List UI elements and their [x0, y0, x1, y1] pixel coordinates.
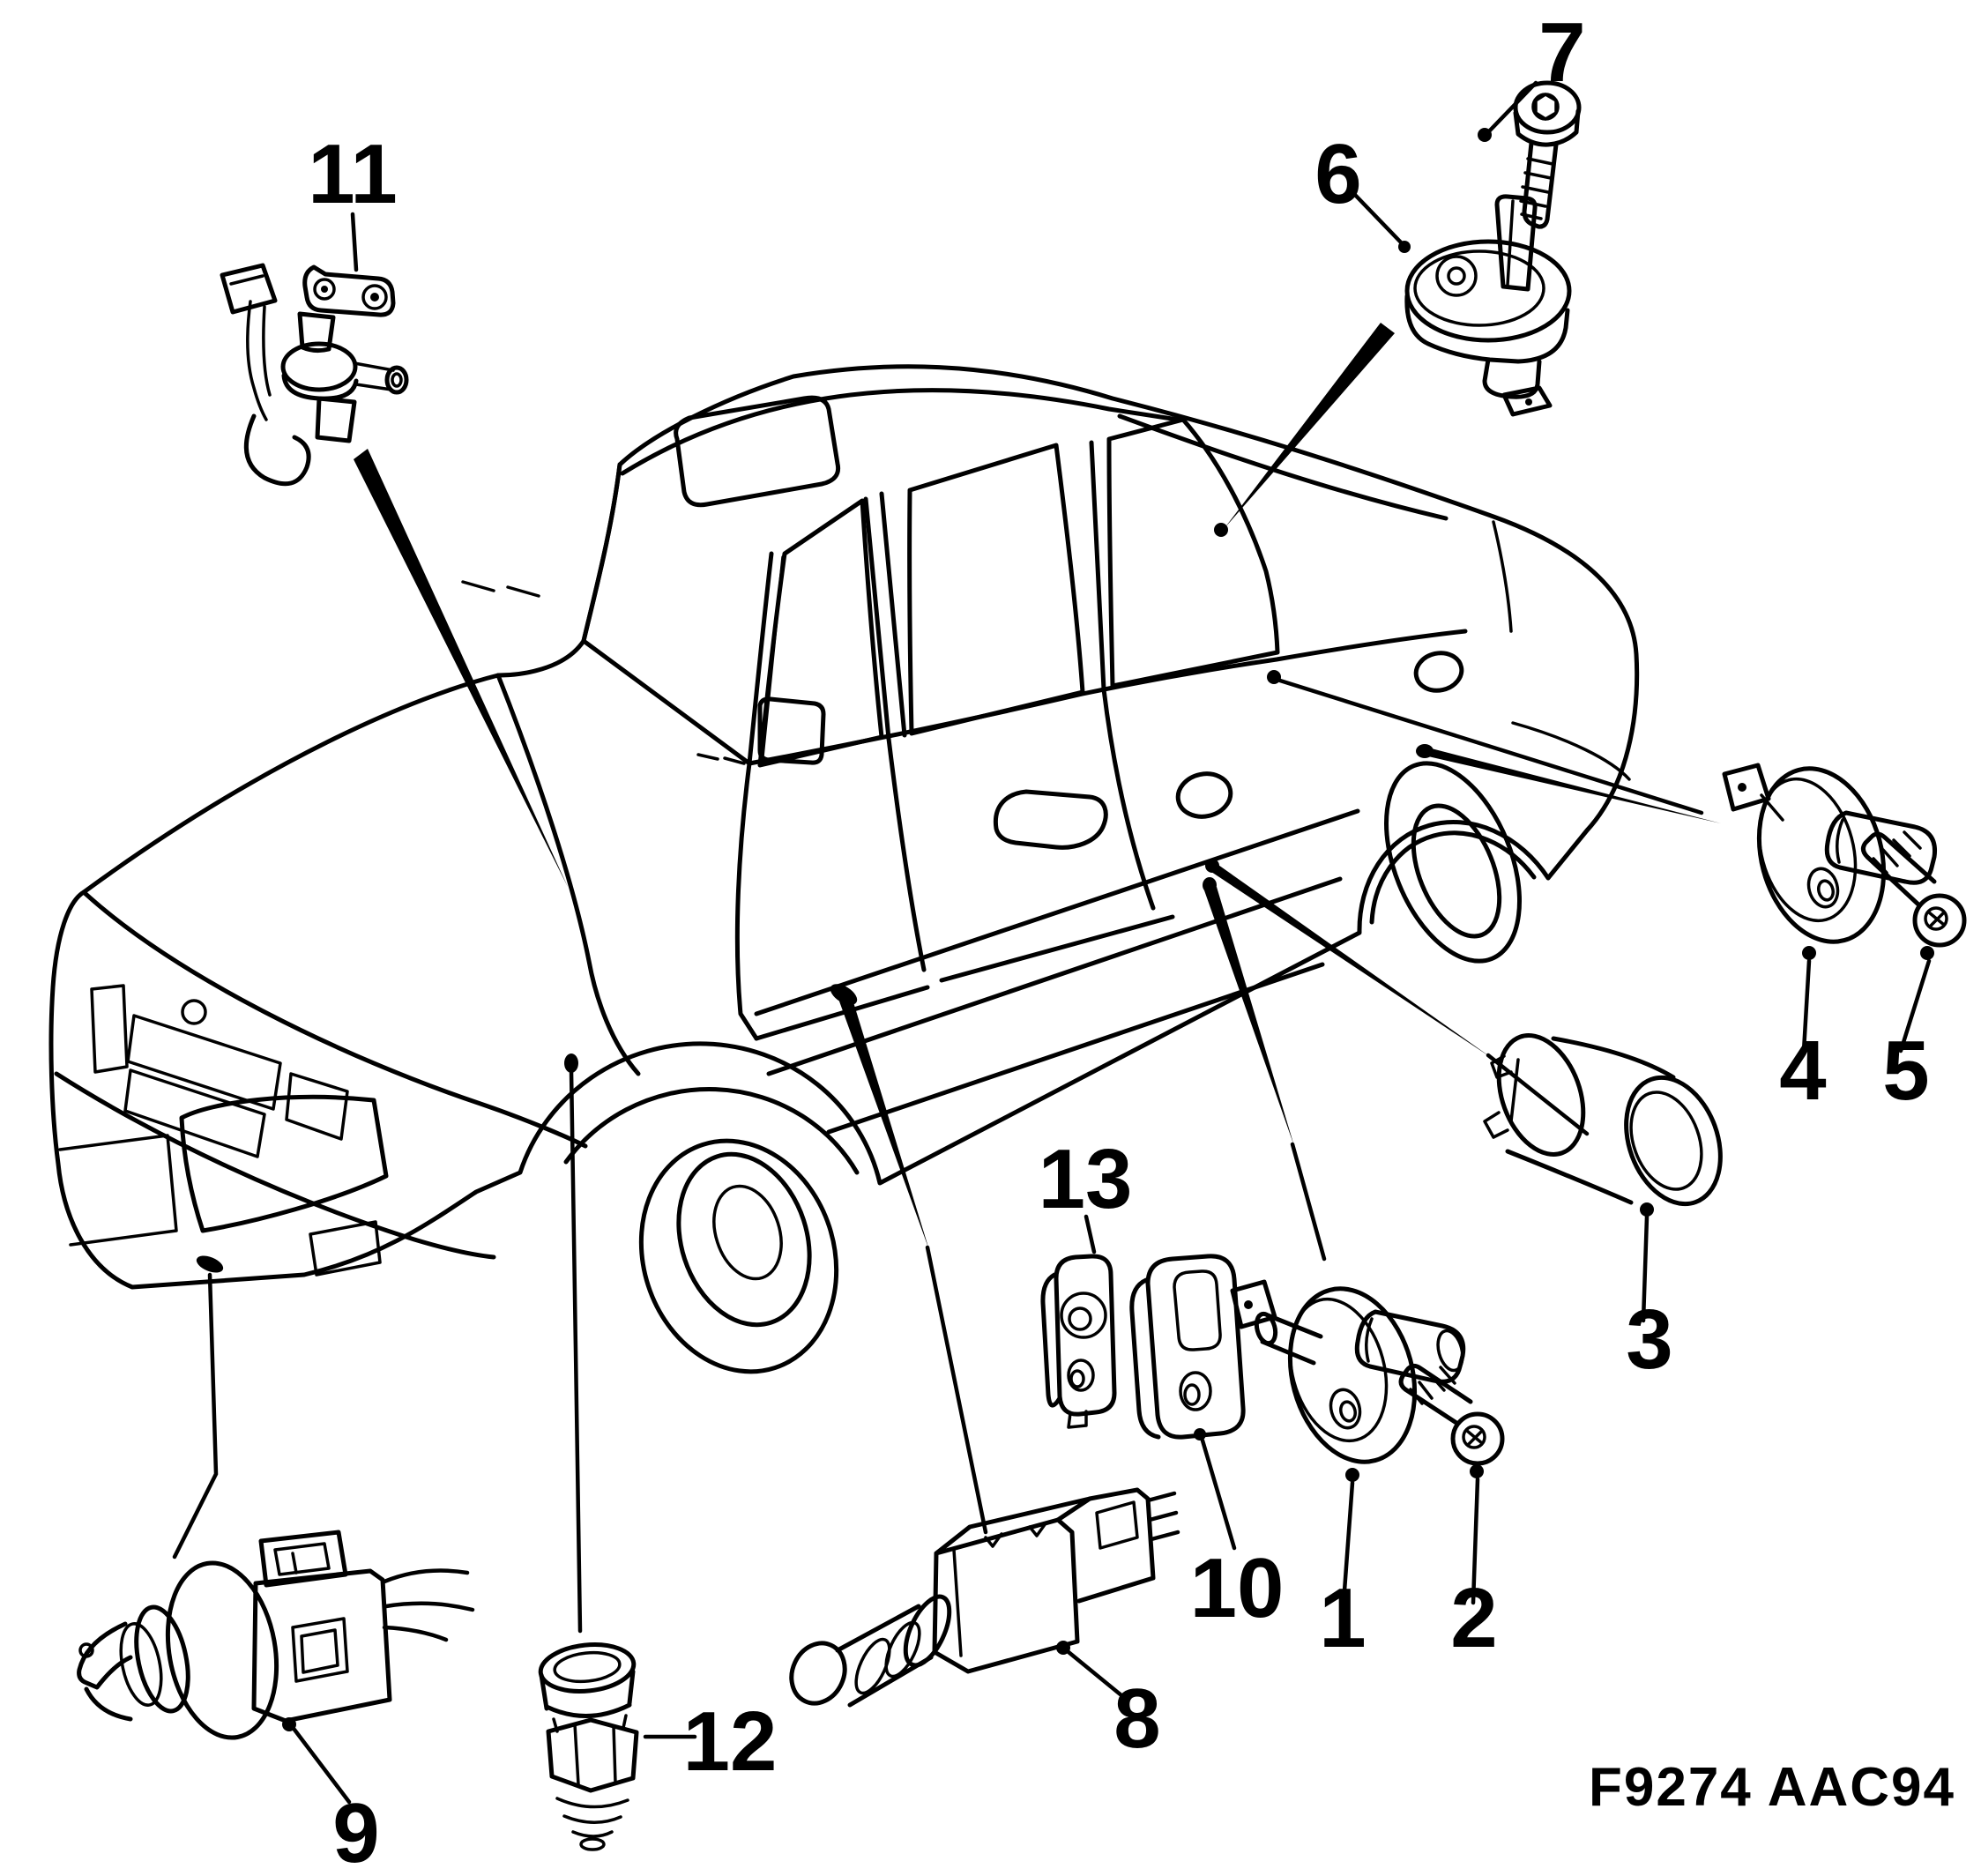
callout-label-13: 13	[1039, 1132, 1133, 1226]
part-13-gasket-plate-drawing	[1040, 1254, 1117, 1429]
leader-part6	[1225, 323, 1395, 528]
car-marker-dots	[196, 523, 1434, 1273]
marker-dot-fender	[564, 1053, 578, 1073]
label-leader-lines	[282, 80, 1934, 1805]
part-4-door-switch-drawing	[1722, 763, 1938, 944]
marker-dot-quarter-window	[1214, 523, 1228, 537]
front-hub	[712, 1184, 783, 1281]
rear-bumper-crease	[1511, 721, 1631, 781]
callout-label-8: 8	[1113, 1671, 1160, 1766]
figure-code: F9274 AAC94	[1589, 1757, 1955, 1818]
rocker-line-3	[826, 962, 1325, 1135]
marker-dot-bumper	[196, 1255, 224, 1273]
leader-part8-thin	[925, 1245, 988, 1535]
part-5-screw-drawing	[1860, 830, 1967, 948]
part-11-vacuum-valve-drawing	[220, 263, 409, 487]
part-2-screw-drawing	[1398, 1363, 1505, 1466]
front-door-bottom	[754, 985, 930, 1041]
leader-part1	[1204, 887, 1294, 1146]
rear-door-bottom	[939, 914, 1175, 983]
part-7-screw-drawing	[1513, 80, 1582, 229]
leader-part11	[354, 449, 568, 887]
part-3-bulb-cover-drawing	[1483, 1033, 1723, 1207]
front-arch-inner	[563, 1087, 860, 1175]
front-door-handle	[993, 789, 1108, 850]
callout-label-3: 3	[1626, 1292, 1672, 1387]
leader-part9	[172, 1272, 219, 1560]
beltline	[747, 629, 1468, 766]
sunroof	[674, 395, 841, 508]
callout-label-7: 7	[1538, 5, 1585, 100]
callout-label-11: 11	[308, 127, 397, 221]
part-9-switch-connector-drawing	[77, 1530, 475, 1740]
quarter-window	[1106, 417, 1280, 689]
wiper-dashes	[461, 580, 540, 598]
headlight	[179, 1094, 389, 1233]
rear-door-frame-edge	[1089, 440, 1106, 692]
part-10-gasket-drawing	[1129, 1254, 1246, 1440]
rocker-line-2	[766, 876, 1343, 1076]
part-8-pedal-switch-drawing	[789, 1487, 1180, 1708]
grille-slat-end	[285, 1072, 349, 1141]
car-outline-drawing	[48, 364, 1640, 1374]
rear-door-handle	[1175, 771, 1233, 819]
callout-label-10: 10	[1190, 1541, 1285, 1635]
leader-part1-thin	[1290, 1142, 1327, 1262]
part-12-sensor-drawing	[538, 1642, 639, 1851]
marker-dot-door-lock	[1267, 670, 1281, 684]
hatch-glass-lower-edge	[1117, 413, 1449, 521]
part-1-door-switch-drawing	[1230, 1279, 1466, 1464]
rear-door-rear-edge	[1101, 687, 1156, 911]
callout-label-4: 4	[1779, 1024, 1826, 1118]
leader-part12	[569, 1068, 583, 1634]
callout-label-6: 6	[1314, 127, 1361, 221]
front-rim	[676, 1151, 812, 1328]
rear-door-window	[907, 443, 1085, 736]
front-tire	[638, 1138, 839, 1374]
callout-label-5: 5	[1882, 1024, 1929, 1118]
callout-label-1: 1	[1319, 1571, 1366, 1665]
fender-seam	[495, 673, 641, 1076]
b-pillar	[863, 491, 907, 741]
rear-arch-inner	[1369, 830, 1537, 925]
grille-slat-small	[90, 984, 129, 1074]
grille-slat-2	[123, 1068, 266, 1158]
callout-label-12: 12	[683, 1694, 778, 1789]
leader-part4	[1421, 746, 1721, 823]
side-mirror	[757, 696, 826, 765]
tail-lamp-seam	[1492, 520, 1513, 633]
leader-part3	[1209, 863, 1492, 1058]
leader-part8	[838, 994, 929, 1250]
leader-part3-thin	[1486, 1053, 1590, 1136]
leader-part4-thin	[1277, 678, 1704, 815]
windshield	[581, 462, 774, 766]
roof-inner-line	[620, 388, 1180, 476]
hood-front-seam	[81, 890, 588, 1149]
front-door-front-edge	[734, 761, 759, 1041]
rocker-line-1	[754, 808, 1360, 1016]
fuel-filler-cap	[1413, 651, 1464, 693]
grille-slat-1	[126, 1014, 282, 1111]
callout-label-9: 9	[332, 1786, 379, 1876]
door-gap-line	[886, 736, 927, 972]
license-plate-recess	[58, 1134, 178, 1247]
bumper-top-crease	[54, 1071, 496, 1260]
leader-lines	[172, 323, 1721, 1634]
saab-badge	[181, 999, 207, 1025]
callout-label-2: 2	[1450, 1571, 1497, 1665]
part-6-plunger-switch-drawing	[1404, 194, 1572, 417]
callout-labels: 1 2 3 4 5 6 7 8 9 10 11 12 13	[308, 5, 1929, 1876]
mirror-dashes	[696, 753, 746, 765]
fog-lamp-slot	[309, 1220, 382, 1277]
rear-tire	[1384, 761, 1522, 964]
rear-rim	[1411, 803, 1502, 939]
